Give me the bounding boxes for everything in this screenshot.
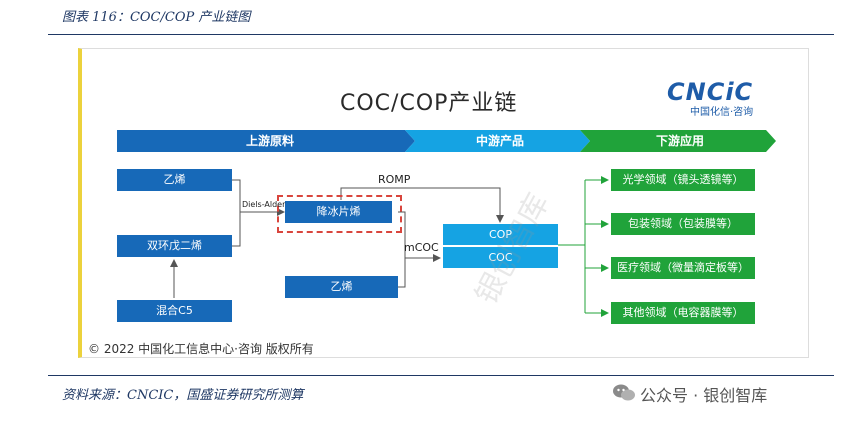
wechat-account: 公众号 · 银创智库 xyxy=(640,386,768,405)
copyright-text: © 2022 中国化工信息中心·咨询 版权所有 xyxy=(88,342,314,356)
node-app-optical: 光学领域（镜头透镜等） xyxy=(611,169,755,191)
cncic-logo-subtext: 中国化信·咨询 xyxy=(690,107,754,118)
stage-label-downstream: 下游应用 xyxy=(655,134,704,148)
edge-label-mcoc: mCOC xyxy=(404,241,439,254)
node-app-medical: 医疗领域（微量滴定板等） xyxy=(611,257,755,279)
stage-label-middle: 中游产品 xyxy=(475,134,524,148)
edge-label-romp: ROMP xyxy=(378,173,411,186)
node-cop: COP xyxy=(443,224,558,245)
figure-caption: 图表 116：COC/COP 产业链图 xyxy=(62,10,251,25)
node-ethylene-2: 乙烯 xyxy=(285,276,398,298)
edge-label-diels-alder: Diels-Alder xyxy=(242,200,286,209)
node-mixed-c5: 混合C5 xyxy=(117,300,232,322)
stage-arrow-middle xyxy=(405,130,590,152)
cncic-logo: CNCiC xyxy=(667,78,754,106)
node-norbornene: 降冰片烯 xyxy=(285,201,392,223)
diagram-title: COC/COP产业链 xyxy=(340,91,518,116)
source-note: 资料来源：CNCIC，国盛证券研究所测算 xyxy=(62,388,304,403)
node-coc: COC xyxy=(443,247,558,268)
norbornene-highlight xyxy=(277,195,402,233)
node-app-packaging: 包装领域（包装膜等） xyxy=(611,213,755,235)
node-dcpd: 双环戊二烯 xyxy=(117,235,232,257)
stage-arrow-downstream xyxy=(580,130,776,152)
stage-arrow-upstream xyxy=(117,130,415,152)
stage-label-upstream: 上游原料 xyxy=(245,134,294,148)
footer-rule xyxy=(48,375,834,376)
header-rule xyxy=(48,34,834,35)
node-ethylene: 乙烯 xyxy=(117,169,232,191)
wechat-icon xyxy=(613,384,635,401)
node-app-other: 其他领域（电容器膜等） xyxy=(611,302,755,324)
